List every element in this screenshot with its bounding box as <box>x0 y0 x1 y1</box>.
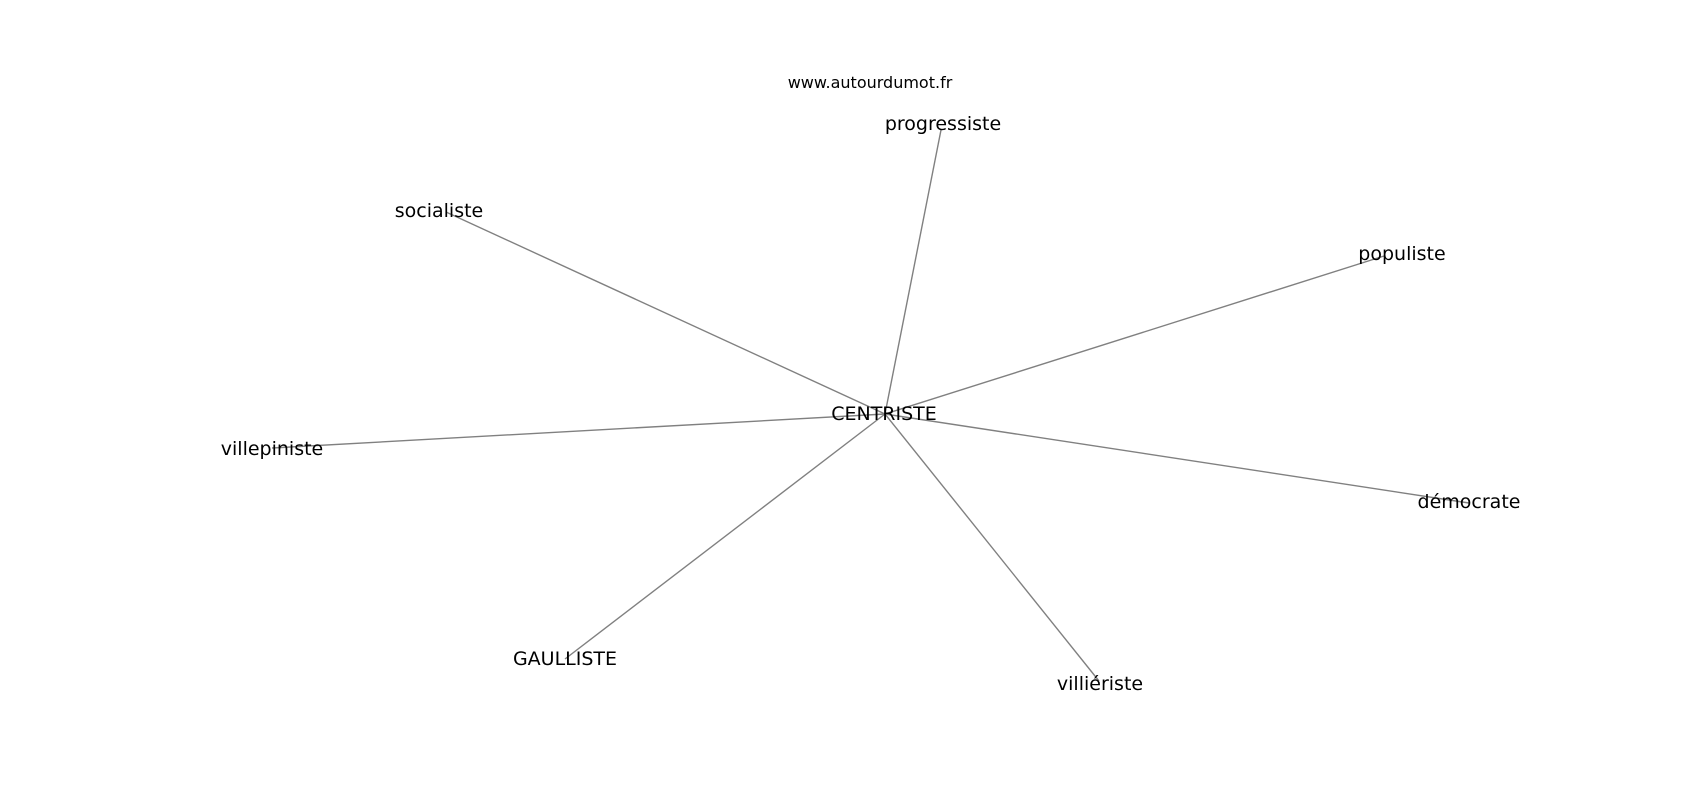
edge-democrate <box>884 413 1470 504</box>
node-villepiniste: villepiniste <box>221 438 323 460</box>
edge-progressiste <box>884 129 942 415</box>
edges <box>271 129 1470 682</box>
node-villieriste: villiériste <box>1057 673 1143 695</box>
node-gaulliste: GAULLISTE <box>513 648 617 670</box>
edge-gaulliste <box>564 413 886 660</box>
edge-villepiniste <box>271 413 886 449</box>
edge-socialiste <box>445 211 886 415</box>
edge-populiste <box>884 255 1385 415</box>
edge-villieriste <box>884 413 1100 682</box>
watermark-url: www.autourdumot.fr <box>788 73 953 92</box>
nodes: CENTRISTE progressiste socialiste populi… <box>221 113 1521 695</box>
node-centriste: CENTRISTE <box>831 403 937 425</box>
node-progressiste: progressiste <box>885 113 1001 135</box>
node-democrate: démocrate <box>1418 491 1521 513</box>
node-populiste: populiste <box>1358 243 1445 265</box>
node-socialiste: socialiste <box>395 200 484 222</box>
